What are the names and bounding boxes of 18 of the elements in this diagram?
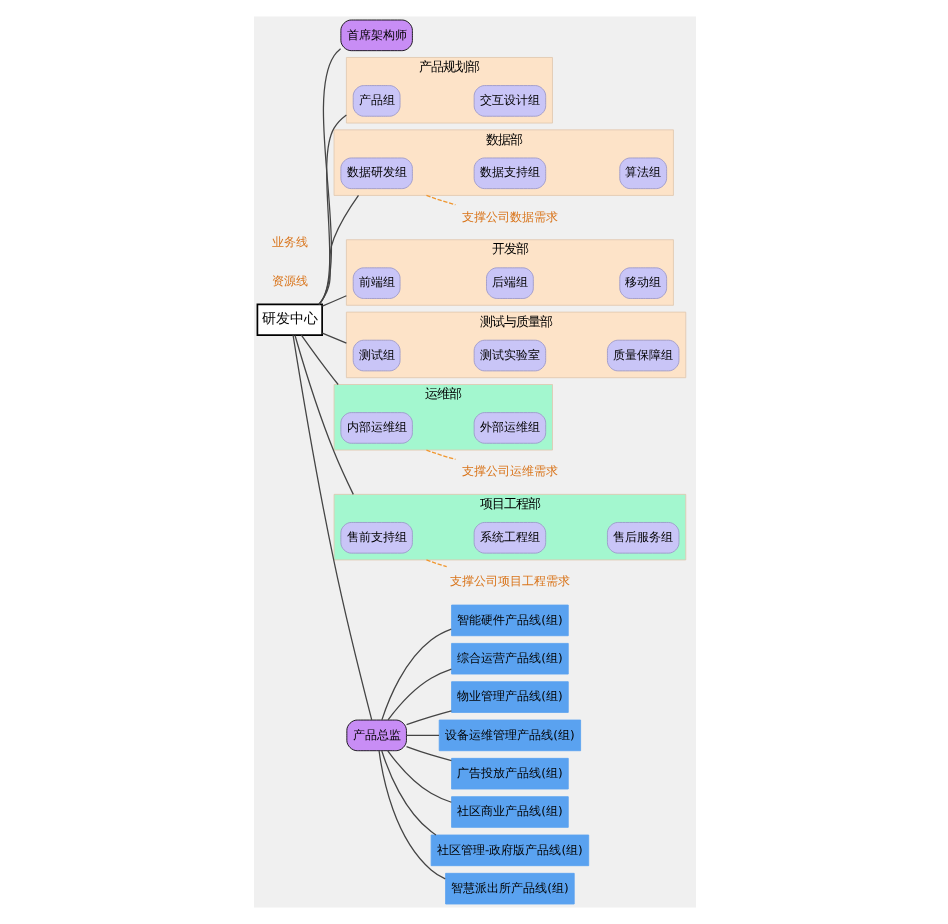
connector (380, 628, 451, 721)
connector (317, 114, 347, 305)
connector (320, 295, 347, 307)
connector (404, 746, 452, 762)
connector (320, 332, 347, 344)
connector (405, 734, 439, 736)
connector (377, 750, 445, 880)
connector (424, 449, 456, 461)
connector (424, 194, 456, 206)
connector (424, 559, 447, 568)
connector (380, 750, 436, 836)
connector (404, 710, 452, 726)
connector (386, 750, 451, 803)
connector (317, 194, 359, 305)
connector (386, 668, 452, 721)
connector (291, 334, 372, 721)
connector (299, 334, 338, 386)
connector (293, 334, 353, 495)
